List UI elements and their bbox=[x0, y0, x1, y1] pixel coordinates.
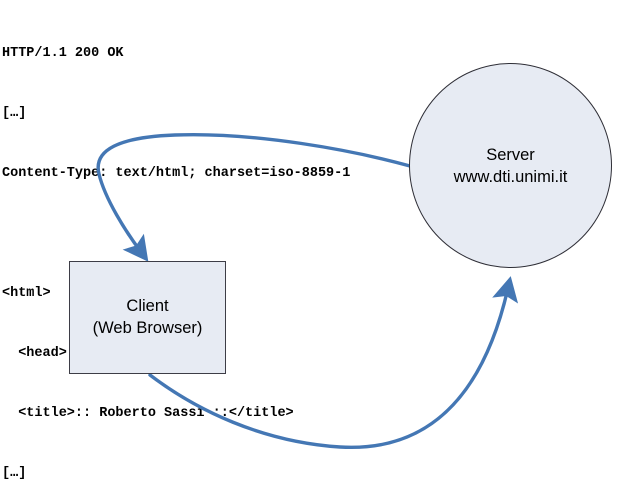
response-line-6: <head> bbox=[2, 346, 67, 361]
client-box[interactable] bbox=[69, 261, 226, 374]
response-line-5: <html> bbox=[2, 286, 51, 301]
response-line-3: Content-Type: text/html; charset=iso-885… bbox=[2, 166, 351, 181]
server-circle[interactable] bbox=[409, 63, 612, 268]
http-response-text: HTTP/1.1 200 OK […] Content-Type: text/h… bbox=[2, 4, 350, 488]
http-request-text: GET /~sassi/index.htm HTTP/1.1 Host: www… bbox=[281, 450, 524, 488]
response-line-8: […] bbox=[2, 466, 27, 481]
response-line-4 bbox=[2, 224, 350, 244]
response-line-2: […] bbox=[2, 106, 27, 121]
response-line-7: <title>:: Roberto Sassi ::</title> bbox=[2, 406, 294, 421]
response-line-1: HTTP/1.1 200 OK bbox=[2, 46, 124, 61]
